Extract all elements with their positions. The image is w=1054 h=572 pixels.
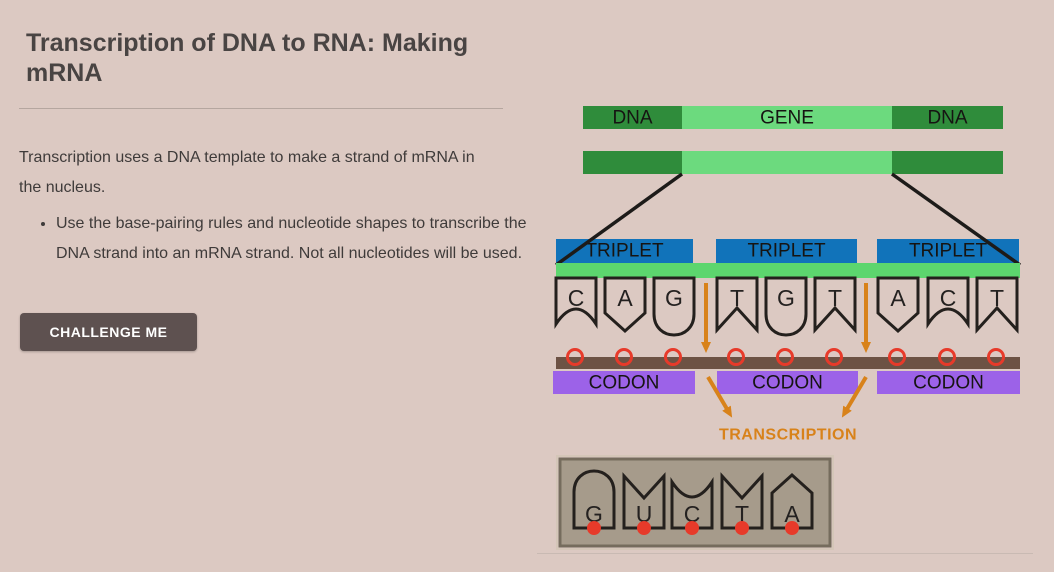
tray-nucleotide-letter: G xyxy=(585,501,603,527)
intro-text: Transcription uses a DNA template to mak… xyxy=(19,149,475,196)
tray-nucleotide-shape-a[interactable] xyxy=(770,472,814,530)
dna-nucleotide-shape-c xyxy=(926,276,970,329)
attachment-site-ring xyxy=(776,348,794,366)
page-title: Transcription of DNA to RNA: Making mRNA xyxy=(26,29,469,87)
transcription-arrow-left xyxy=(706,375,733,418)
attachment-site-ring xyxy=(825,348,843,366)
gene-bar-segment xyxy=(682,106,892,129)
gene-strand-bar xyxy=(556,263,1020,278)
dna-nucleotide-letter: G xyxy=(665,285,683,311)
attachment-site-ring xyxy=(987,348,1005,366)
dna-nucleotide-letter: T xyxy=(730,285,744,311)
dna-nucleotide-shape-a xyxy=(603,276,647,334)
triplet-label-box xyxy=(716,239,857,263)
challenge-me-button[interactable]: CHALLENGE ME xyxy=(20,313,197,351)
dna-nucleotide-letter: A xyxy=(890,285,906,311)
phosphate-dot xyxy=(685,521,699,535)
transcription-arrow-right xyxy=(841,375,868,418)
transcription-diagram: DNA GENE DNA TRIPLET TRIPLET TRIPLET C A G T G T A C T… xyxy=(530,95,1054,567)
attachment-site-ring xyxy=(664,348,682,366)
gene-label: GENE xyxy=(760,108,814,129)
tray-nucleotide-c[interactable]: C xyxy=(670,477,714,535)
phosphate-dot xyxy=(785,521,799,535)
tray-nucleotide-shape-g[interactable] xyxy=(572,469,616,530)
dna-nucleotide-shape-g xyxy=(652,276,696,337)
attachment-site-ring xyxy=(727,348,745,366)
triplet-label-box xyxy=(877,239,1019,263)
zoom-line-right xyxy=(890,172,1022,267)
codon-label-box xyxy=(717,371,858,394)
tray-nucleotide-letter: U xyxy=(636,501,653,527)
codon-label: CODON xyxy=(752,373,823,394)
dna-nucleotide-letter: C xyxy=(568,285,585,311)
dna-bar-segment xyxy=(583,151,682,174)
triplet-label: TRIPLET xyxy=(747,241,826,262)
instruction-list: Use the base-pairing rules and nucleotid… xyxy=(19,209,556,269)
phosphate-dot xyxy=(735,521,749,535)
codon-label-box xyxy=(877,371,1020,394)
triplet-label: TRIPLET xyxy=(585,241,664,262)
dna-nucleotide-letter: C xyxy=(940,285,957,311)
tray-nucleotide-letter: C xyxy=(684,501,701,527)
dna-bar-segment xyxy=(892,106,1003,129)
codon-label: CODON xyxy=(913,373,984,394)
gene-bar-segment xyxy=(682,151,892,174)
dna-bar-segment xyxy=(892,151,1003,174)
title-divider xyxy=(19,108,503,109)
attachment-site-ring xyxy=(615,348,633,366)
transcription-label: TRANSCRIPTION xyxy=(719,427,857,444)
dna-label: DNA xyxy=(612,108,652,129)
dna-nucleotide-shape-t xyxy=(813,276,857,334)
dna-label: DNA xyxy=(927,108,967,129)
triplet-label-box xyxy=(556,239,693,263)
dna-nucleotide-letter: T xyxy=(828,285,842,311)
tray-nucleotide-g[interactable]: G xyxy=(572,469,616,535)
tray-nucleotide-t[interactable]: T xyxy=(720,472,764,535)
codon-label: CODON xyxy=(589,373,660,394)
codon-label-box xyxy=(553,371,695,394)
dna-nucleotide-letter: T xyxy=(990,285,1004,311)
attachment-site-ring xyxy=(888,348,906,366)
zoom-line-left xyxy=(554,172,684,267)
tray-nucleotide-shape-c[interactable] xyxy=(670,477,714,530)
dna-nucleotide-shape-c xyxy=(554,276,598,329)
tray-nucleotide-letter: T xyxy=(735,501,749,527)
dna-nucleotide-letter: G xyxy=(777,285,795,311)
transcription-diagram-svg: DNA GENE DNA TRIPLET TRIPLET TRIPLET C A G T G T A C T… xyxy=(553,106,1022,550)
attachment-site-ring xyxy=(938,348,956,366)
instruction-item: Use the base-pairing rules and nucleotid… xyxy=(56,209,556,269)
triplet-label: TRIPLET xyxy=(909,241,988,262)
tray-nucleotide-u[interactable]: U xyxy=(622,472,666,535)
dna-nucleotide-shape-t xyxy=(715,276,759,334)
tray-nucleotide-a[interactable]: A xyxy=(770,472,814,535)
tray-nucleotide-letter: A xyxy=(784,501,800,527)
dna-nucleotide-shape-a xyxy=(876,276,920,334)
attachment-site-ring xyxy=(566,348,584,366)
tray-nucleotide-shape-t[interactable] xyxy=(720,472,764,530)
tray-nucleotide-shape-u[interactable] xyxy=(622,472,666,530)
dna-bar-segment xyxy=(583,106,682,129)
dna-nucleotide-shape-g xyxy=(764,276,808,337)
phosphate-dot xyxy=(637,521,651,535)
nucleotide-tray-outer-edge xyxy=(556,455,834,550)
content-divider xyxy=(537,553,1033,554)
dna-nucleotide-letter: A xyxy=(617,285,633,311)
dna-nucleotide-shape-t xyxy=(975,276,1019,334)
phosphate-dot xyxy=(587,521,601,535)
